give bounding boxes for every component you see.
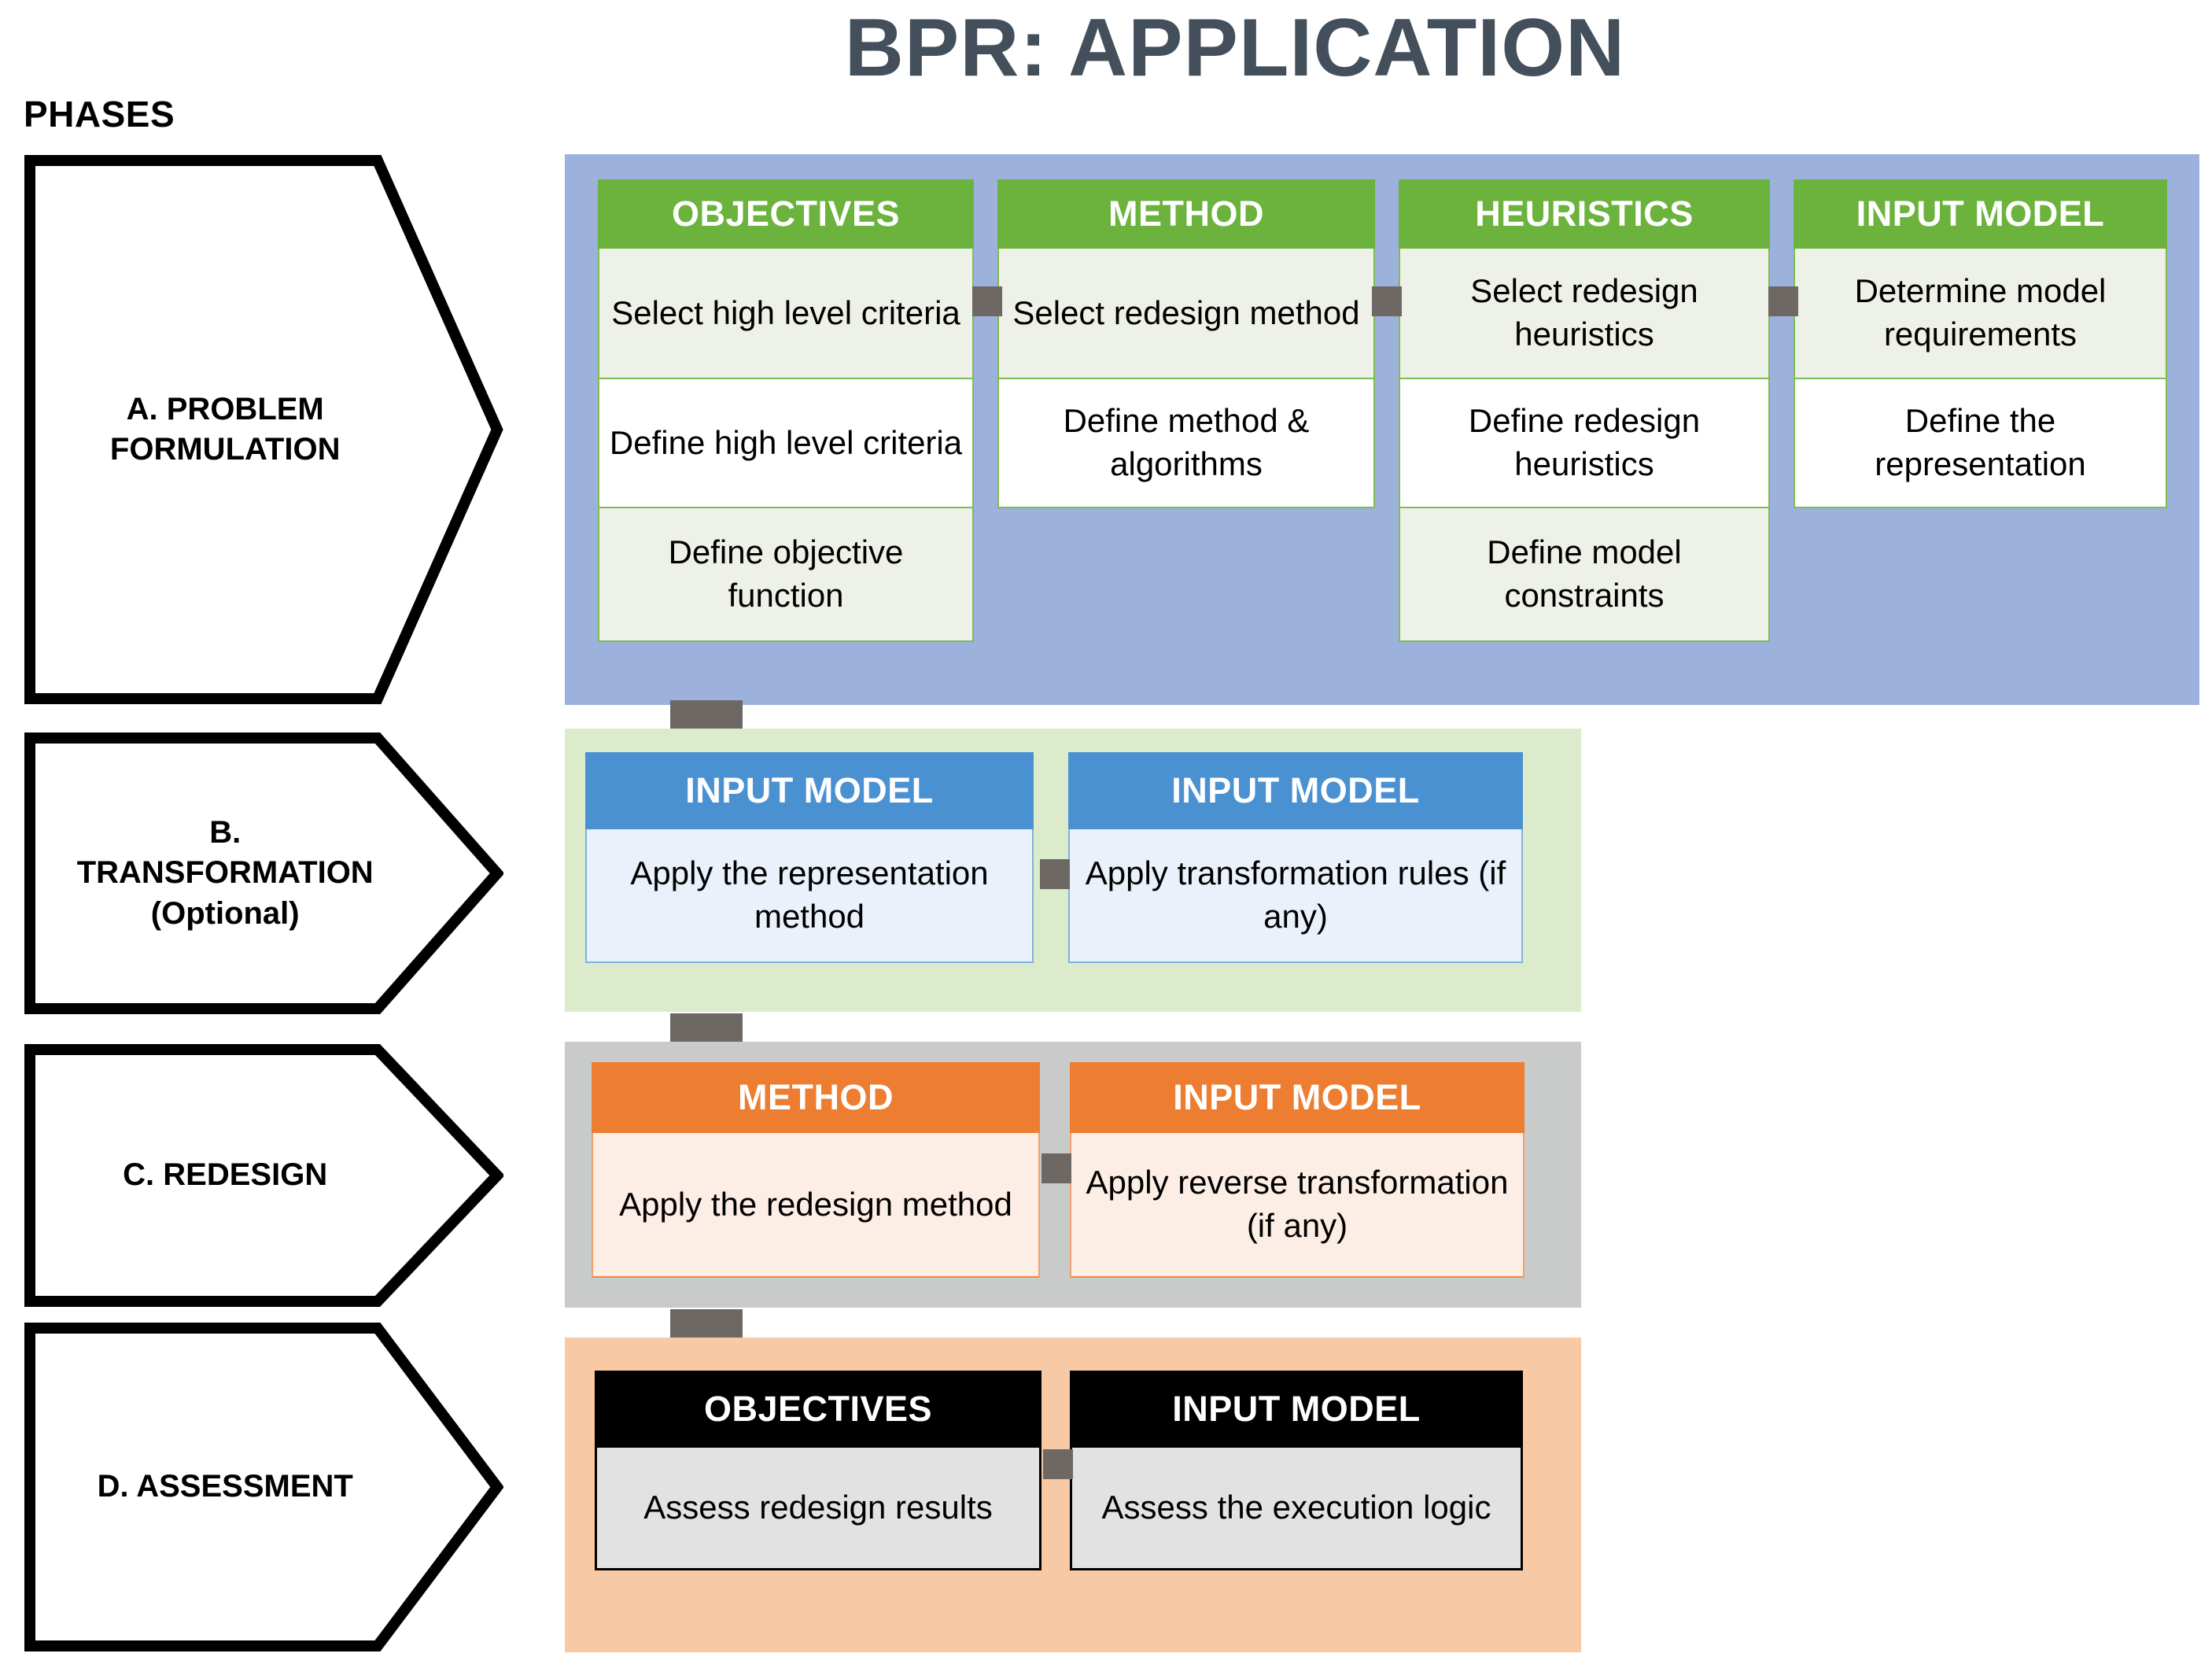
page-title: BPR: APPLICATION (844, 2, 1626, 94)
card-c-method: METHOD Apply the redesign method (592, 1062, 1040, 1278)
card-d-input-model-header: INPUT MODEL (1070, 1371, 1523, 1448)
card-a-heuristics-header: HEURISTICS (1399, 179, 1770, 249)
card-b-input-model-1-header: INPUT MODEL (585, 752, 1034, 829)
chevron-shape-a (24, 155, 503, 704)
card-a-heuristics: HEURISTICS Select redesign heuristics De… (1399, 179, 1770, 642)
connector-c-1 (1041, 1153, 1071, 1183)
card-a-objectives-cell-3: Define objective function (598, 508, 974, 642)
card-c-input-model-header: INPUT MODEL (1070, 1062, 1524, 1133)
connector-b-1 (1040, 859, 1070, 889)
card-d-input-model: INPUT MODEL Assess the execution logic (1070, 1371, 1523, 1570)
connector-b-to-c (670, 1013, 743, 1043)
card-a-input-model: INPUT MODEL Determine model requirements… (1794, 179, 2167, 508)
connector-a-2 (1372, 286, 1402, 316)
connector-c-to-d (670, 1309, 743, 1339)
card-a-heuristics-cell-2: Define redesign heuristics (1399, 379, 1770, 508)
card-d-input-model-cell: Assess the execution logic (1070, 1448, 1523, 1570)
phase-arrow-d: D. ASSESSMENT (24, 1322, 503, 1652)
card-a-objectives-cell-2: Define high level criteria (598, 379, 974, 508)
phase-label-c: C. REDESIGN (123, 1157, 328, 1193)
chevron-shape-c (24, 1044, 503, 1307)
connector-d-1 (1043, 1449, 1073, 1479)
card-b-input-model-1: INPUT MODEL Apply the representation met… (585, 752, 1034, 963)
card-c-input-model: INPUT MODEL Apply reverse transformation… (1070, 1062, 1524, 1278)
card-a-input-model-cell-2: Define the representation (1794, 379, 2167, 508)
phases-column-label: PHASES (24, 94, 175, 135)
card-d-objectives-header: OBJECTIVES (595, 1371, 1041, 1448)
card-a-method-cell-1: Select redesign method (997, 249, 1375, 379)
chevron-shape-d (24, 1323, 503, 1651)
chevron-shape-b (24, 733, 503, 1014)
card-d-objectives: OBJECTIVES Assess redesign results (595, 1371, 1041, 1570)
card-b-input-model-2-header: INPUT MODEL (1068, 752, 1523, 829)
card-a-heuristics-cell-3: Define model constraints (1399, 508, 1770, 642)
card-d-objectives-cell: Assess redesign results (595, 1448, 1041, 1570)
card-a-method-header: METHOD (997, 179, 1375, 249)
phase-arrow-a: A. PROBLEM FORMULATION (24, 154, 503, 705)
card-a-method: METHOD Select redesign method Define met… (997, 179, 1375, 508)
phase-label-b: B. TRANSFORMATION (Optional) (76, 815, 374, 931)
card-a-heuristics-cell-1: Select redesign heuristics (1399, 249, 1770, 379)
connector-a-3 (1768, 286, 1798, 316)
card-b-input-model-2: INPUT MODEL Apply transformation rules (… (1068, 752, 1523, 963)
card-a-method-cell-2: Define method & algorithms (997, 379, 1375, 508)
connector-a-1 (972, 286, 1002, 316)
card-a-objectives-header: OBJECTIVES (598, 179, 974, 249)
card-a-objectives-cell-1: Select high level criteria (598, 249, 974, 379)
card-a-input-model-cell-1: Determine model requirements (1794, 249, 2167, 379)
card-c-method-header: METHOD (592, 1062, 1040, 1133)
card-c-input-model-cell: Apply reverse transformation (if any) (1070, 1133, 1524, 1278)
card-a-objectives: OBJECTIVES Select high level criteria De… (598, 179, 974, 642)
connector-a-to-b (670, 700, 743, 730)
card-b-input-model-1-cell: Apply the representation method (585, 829, 1034, 963)
phase-arrow-c: C. REDESIGN (24, 1043, 503, 1308)
card-c-method-cell: Apply the redesign method (592, 1133, 1040, 1278)
phase-label-d: D. ASSESSMENT (97, 1469, 353, 1504)
phase-label-a: A. PROBLEM FORMULATION (109, 391, 341, 467)
phase-arrow-b: B. TRANSFORMATION (Optional) (24, 732, 503, 1015)
card-a-input-model-header: INPUT MODEL (1794, 179, 2167, 249)
card-b-input-model-2-cell: Apply transformation rules (if any) (1068, 829, 1523, 963)
